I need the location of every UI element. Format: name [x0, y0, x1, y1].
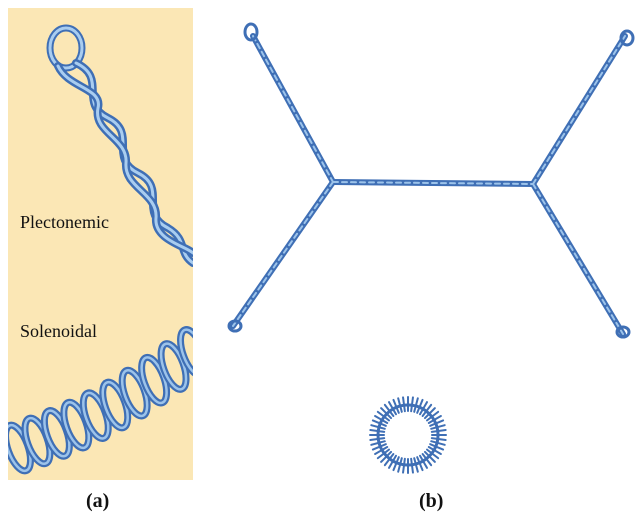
plectonemic-label: Plectonemic [20, 212, 109, 232]
branched-supercoil-drawing [227, 22, 635, 339]
plectonemic-illustration [46, 24, 193, 267]
panel-a: Plectonemic Solenoidal [8, 8, 193, 480]
solenoidal-illustration [8, 326, 193, 475]
panel-a-caption: (a) [86, 490, 110, 512]
solenoidal-label: Solenoidal [20, 321, 97, 341]
panel-b [205, 8, 635, 480]
circular-supercoil-drawing [369, 396, 447, 474]
panel-b-caption: (b) [419, 490, 444, 512]
